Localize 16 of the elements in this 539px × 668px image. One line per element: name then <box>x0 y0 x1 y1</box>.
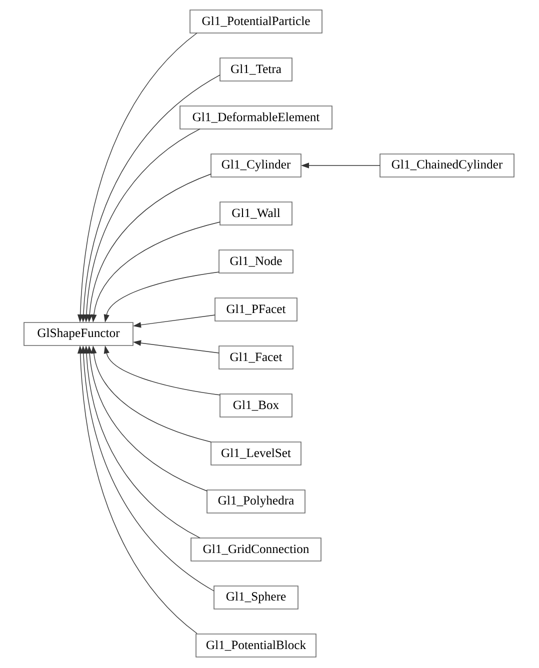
class-box: Gl1_Tetra <box>220 58 292 82</box>
class-box: Gl1_PFacet <box>214 298 298 322</box>
class-box: Gl1_PotentialParticle <box>190 10 322 34</box>
class-box: Gl1_GridConnection <box>190 538 322 562</box>
class-box: GlShapeFunctor <box>24 322 134 346</box>
class-box: Gl1_LevelSet <box>210 442 302 466</box>
class-box: Gl1_ChainedCylinder <box>380 154 514 178</box>
class-box: Gl1_Polyhedra <box>206 490 306 514</box>
class-box: Gl1_Box <box>220 394 292 418</box>
class-box: Gl1_Sphere <box>214 586 298 610</box>
class-box: Gl1_Cylinder <box>210 154 302 178</box>
class-box: Gl1_Node <box>218 250 294 274</box>
class-box: Gl1_Wall <box>220 202 292 226</box>
class-box: Gl1_DeformableElement <box>180 106 332 130</box>
class-box: Gl1_Facet <box>218 346 294 370</box>
class-box: Gl1_PotentialBlock <box>196 634 316 658</box>
